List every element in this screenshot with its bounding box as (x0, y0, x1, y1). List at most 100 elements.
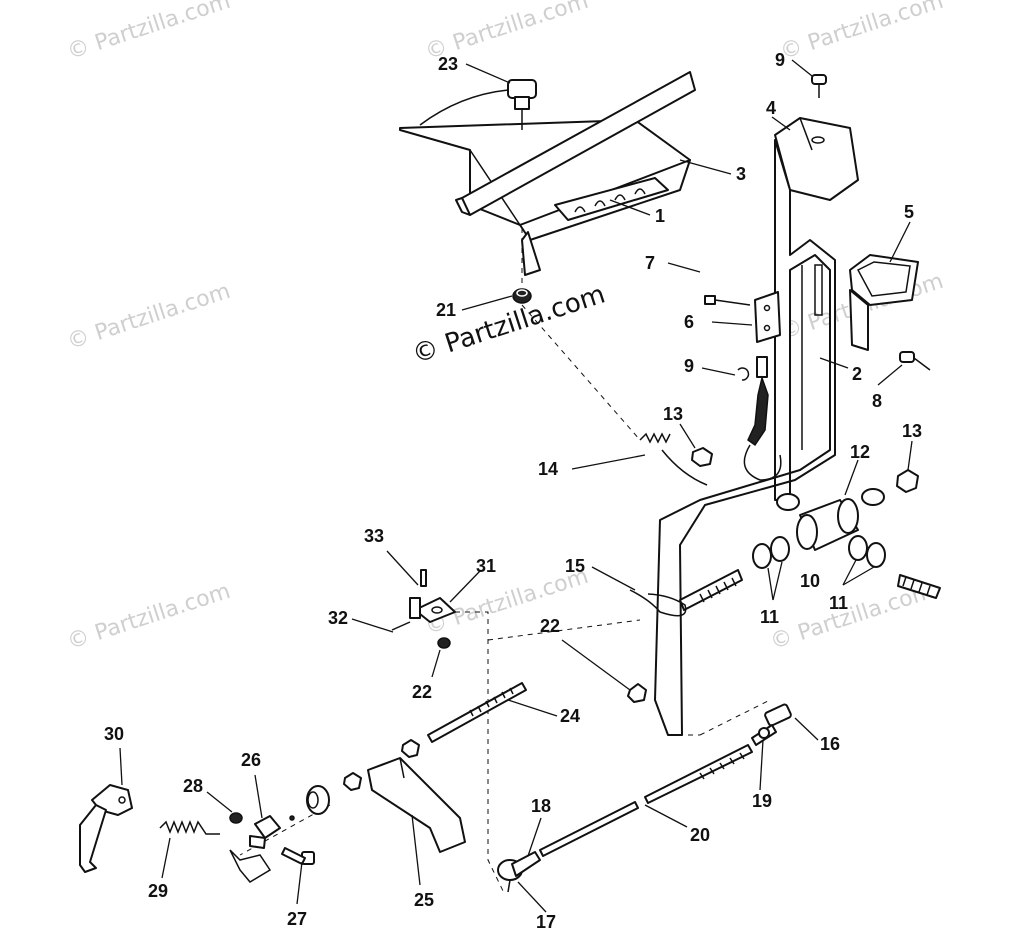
callout-28: 28 (183, 776, 204, 796)
callout-11b: 11 (829, 593, 849, 613)
part-15-wire (629, 589, 687, 617)
callout-15: 15 (565, 556, 586, 576)
callout-3: 3 (736, 164, 747, 184)
leader-line (296, 861, 303, 905)
part-29-spring (159, 819, 220, 835)
leader-line (819, 357, 849, 369)
part-28-nut (229, 812, 243, 824)
part-11-washer (866, 542, 886, 568)
callout-13b: 13 (902, 421, 923, 441)
leader-line (791, 59, 813, 77)
leader-line (759, 739, 764, 791)
part-22-nut (627, 683, 647, 703)
callout-22b: 22 (540, 616, 561, 636)
part-3-tray (399, 119, 691, 276)
leader-line (877, 364, 903, 386)
leader-line (431, 649, 441, 678)
callout-6: 6 (684, 312, 695, 332)
part-27-bolt (281, 847, 315, 865)
callout-33: 33 (364, 526, 385, 546)
leader-line (794, 717, 819, 741)
callout-9b: 9 (684, 356, 695, 376)
leader-line (679, 159, 732, 175)
callout-23: 23 (438, 54, 459, 74)
part-20-cable (539, 744, 753, 857)
leader-line (644, 804, 688, 828)
callout-16: 16 (820, 734, 841, 754)
part-31-arm (409, 597, 456, 623)
leader-line (701, 367, 736, 376)
callout-30: 30 (104, 724, 125, 744)
part-12-washer (776, 493, 800, 511)
part-32-pin (391, 621, 411, 631)
part-6-plate (754, 291, 781, 343)
part-1-clip (554, 177, 669, 221)
leader-line (461, 295, 513, 311)
spring-hook (229, 849, 272, 883)
leader-line (206, 791, 233, 813)
part-2-handle (654, 139, 836, 736)
callout-7: 7 (645, 253, 656, 273)
part-21-nut (512, 288, 532, 304)
leader-line (561, 639, 631, 691)
part-22-nut (437, 637, 451, 649)
threaded-stud (897, 574, 941, 599)
part-7-screw (704, 295, 751, 306)
rod-nut (401, 739, 420, 758)
part-9-screw (811, 74, 827, 98)
callout-25: 25 (414, 890, 435, 910)
part-13-nut (691, 447, 713, 467)
leader-line (386, 550, 419, 586)
callout-13: 13 (663, 404, 684, 424)
leader-line (767, 567, 774, 601)
callout-1: 1 (655, 206, 666, 226)
callout-31: 31 (476, 556, 497, 576)
leader-line (591, 566, 636, 591)
callout-14: 14 (538, 459, 559, 479)
part-11-washer (770, 536, 790, 562)
callout-11: 11 (760, 607, 780, 627)
part-19-nut (758, 727, 770, 739)
leader-line (842, 559, 857, 586)
part-10-pivot (796, 498, 859, 551)
part-17-fitting (497, 851, 541, 893)
leader-line (351, 618, 394, 633)
leader-line (679, 423, 696, 449)
callout-22: 22 (412, 682, 433, 702)
callout-12: 12 (850, 442, 871, 462)
leader-line (119, 747, 123, 786)
part-12-washer (861, 488, 885, 506)
part-25-bracket (367, 757, 466, 853)
callout-21: 21 (436, 300, 457, 320)
callout-2: 2 (852, 364, 863, 384)
part-26-block (249, 815, 281, 849)
leader-line (571, 454, 646, 470)
leader-line (771, 116, 791, 131)
callout-17: 17 (536, 912, 557, 932)
leader-line (842, 566, 875, 586)
part-33-pin (420, 569, 427, 587)
callout-18: 18 (531, 796, 552, 816)
leader-line (449, 570, 481, 603)
part-9-clip (737, 356, 782, 481)
rod-nut (343, 772, 362, 791)
leader-line (254, 774, 263, 819)
part-23-knob (419, 79, 537, 130)
part-3-rail (455, 71, 696, 216)
leader-line (711, 321, 753, 326)
callout-20: 20 (690, 825, 711, 845)
part-13-nut (896, 469, 919, 493)
leader-line (609, 199, 651, 216)
leader-line (889, 221, 911, 263)
callout-26: 26 (241, 750, 262, 770)
part-11-washer (752, 543, 772, 569)
callout-4: 4 (766, 98, 777, 118)
callout-8: 8 (872, 391, 883, 411)
leader-line (907, 440, 913, 471)
leader-line (411, 814, 421, 886)
leader-line (161, 837, 171, 879)
leader-line (772, 561, 783, 601)
leader-line (527, 817, 542, 857)
